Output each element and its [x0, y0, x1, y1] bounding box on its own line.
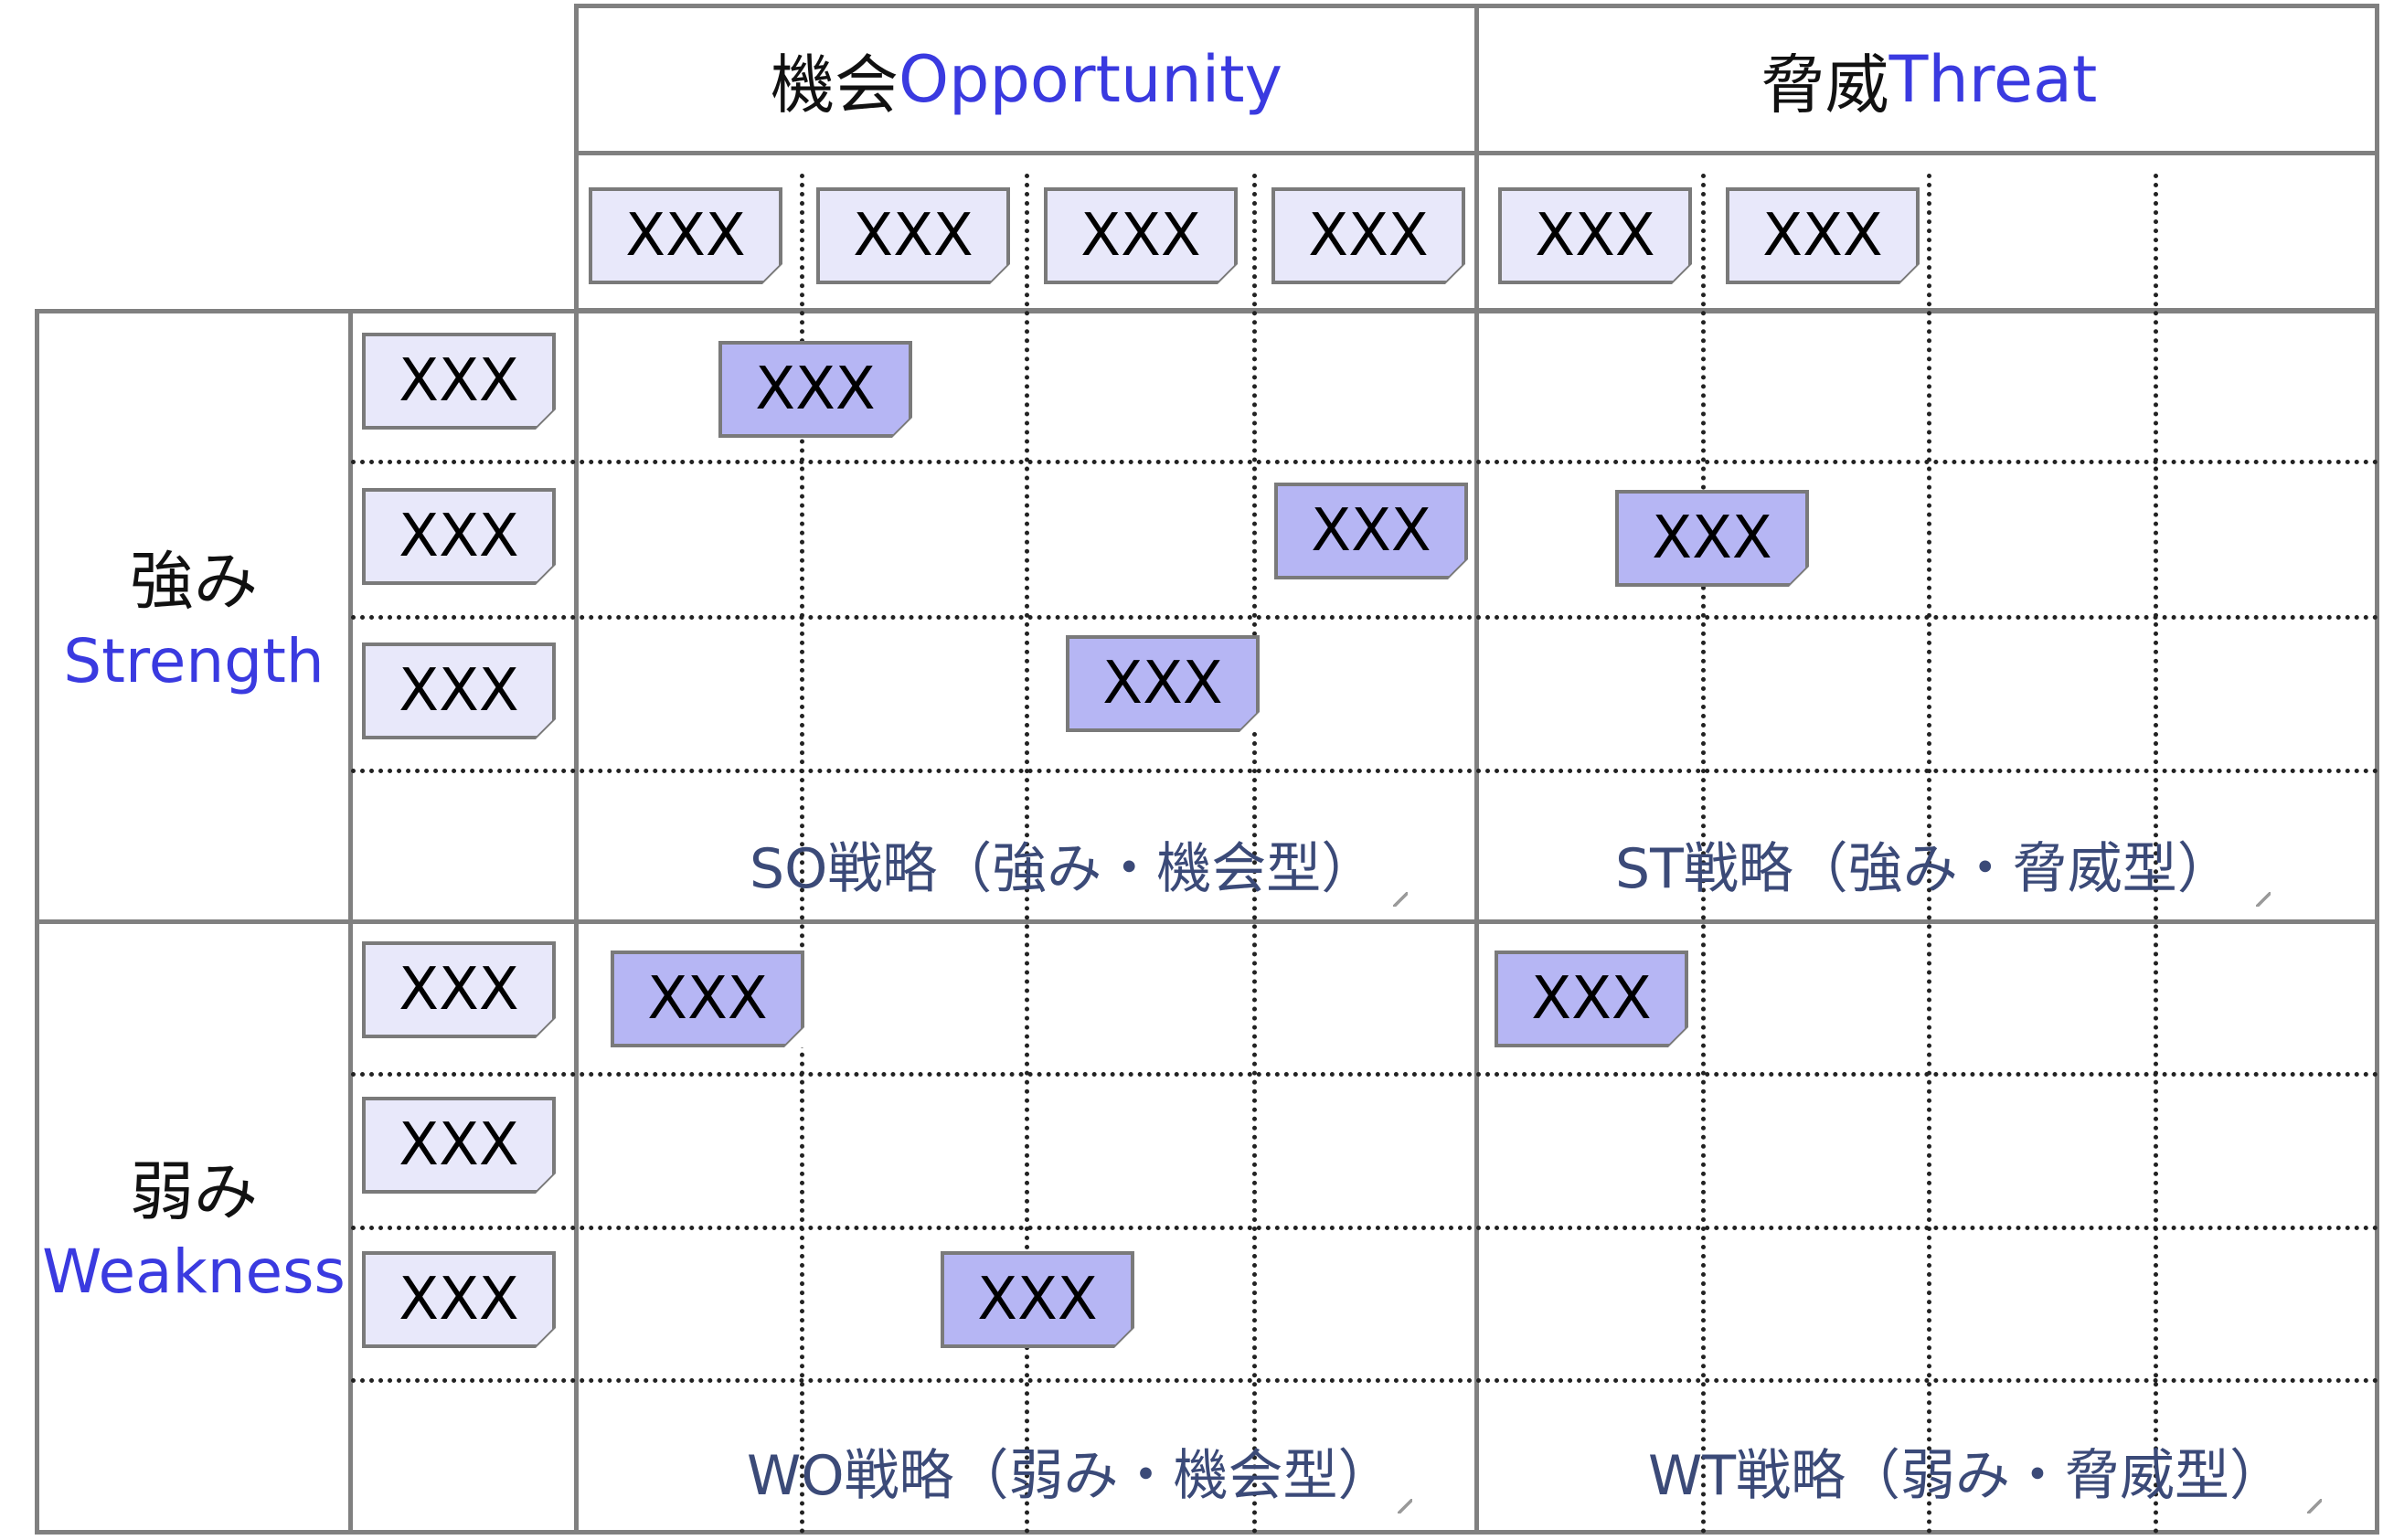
- threat-label-en: Threat: [1888, 42, 2098, 117]
- column-note[interactable]: XXX: [816, 187, 1010, 284]
- guide-col-1: [800, 174, 804, 1535]
- st-strategy-caption: ST戦略（強み・脅威型）: [1615, 837, 2232, 901]
- guide-col-2: [1025, 174, 1029, 1535]
- weakness-label-jp: 弱み: [130, 1154, 258, 1229]
- guide-row-4: [351, 1072, 2379, 1077]
- opportunity-label-en: Opportunity: [898, 42, 1283, 117]
- guide-row-6: [351, 1378, 2379, 1383]
- fold-corner-icon: [1393, 892, 1408, 907]
- fold-corner-icon: [1398, 1499, 1412, 1513]
- so-strategy-caption: SO戦略（強み・機会型）: [750, 837, 1377, 901]
- weakness-label-en: Weakness: [42, 1237, 346, 1307]
- matrix-note[interactable]: XXX: [1066, 635, 1260, 732]
- strength-label-en: Strength: [63, 626, 324, 696]
- column-note[interactable]: XXX: [1044, 187, 1238, 284]
- label-column-divider: [348, 309, 353, 1535]
- row-note[interactable]: XXX: [362, 488, 556, 585]
- matrix-note[interactable]: XXX: [611, 951, 804, 1047]
- fold-corner-icon: [2256, 892, 2271, 907]
- strength-label: 強み Strength: [39, 530, 348, 696]
- fold-corner-icon: [2307, 1499, 2322, 1513]
- row-note[interactable]: XXX: [362, 1097, 556, 1194]
- guide-row-1: [351, 460, 2379, 464]
- matrix-note[interactable]: XXX: [1274, 483, 1468, 579]
- row-note[interactable]: XXX: [362, 333, 556, 430]
- threat-label-jp: 脅威: [1761, 47, 1889, 122]
- note-column-divider: [574, 309, 579, 1535]
- opportunity-label-jp: 機会: [770, 47, 899, 122]
- weakness-label: 弱み Weakness: [39, 1141, 348, 1307]
- guide-row-5: [351, 1226, 2379, 1230]
- strength-label-jp: 強み: [130, 544, 258, 619]
- row-note[interactable]: XXX: [362, 1251, 556, 1348]
- guide-row-3: [351, 769, 2379, 773]
- guide-row-2: [351, 615, 2379, 620]
- column-note[interactable]: XXX: [1271, 187, 1465, 284]
- matrix-note[interactable]: XXX: [1615, 490, 1809, 587]
- wt-strategy-caption: WT戦略（弱み・脅威型）: [1648, 1444, 2284, 1508]
- guide-col-3: [1252, 174, 1257, 1535]
- guide-col-6: [2154, 174, 2158, 1535]
- guide-col-5: [1927, 174, 1931, 1535]
- wo-strategy-caption: WO戦略（弱み・機会型）: [747, 1444, 1393, 1508]
- matrix-note[interactable]: XXX: [1495, 951, 1688, 1047]
- row-note[interactable]: XXX: [362, 643, 556, 739]
- column-note[interactable]: XXX: [1726, 187, 1920, 284]
- column-note[interactable]: XXX: [1498, 187, 1692, 284]
- guide-col-4: [1701, 174, 1706, 1535]
- matrix-note[interactable]: XXX: [941, 1251, 1134, 1348]
- matrix-note[interactable]: XXX: [718, 341, 912, 438]
- row-note[interactable]: XXX: [362, 941, 556, 1038]
- column-note[interactable]: XXX: [589, 187, 782, 284]
